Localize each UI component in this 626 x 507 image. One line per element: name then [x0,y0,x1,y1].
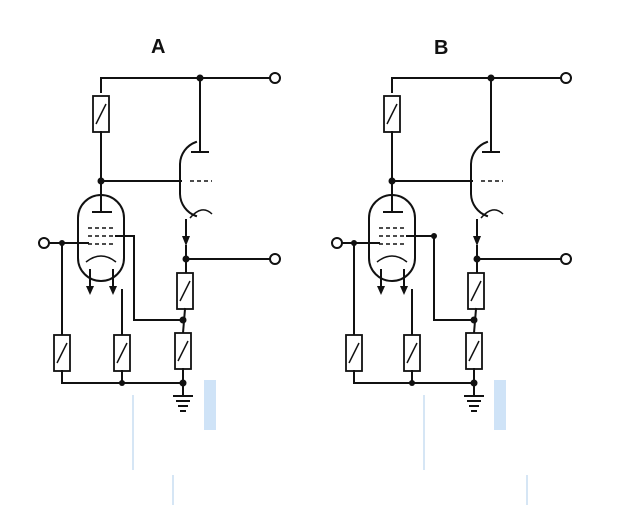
resistor-cathode [403,334,421,372]
resistor-anode [92,95,110,133]
highlight-strip [204,380,216,430]
resistor-cathode [113,334,131,372]
circuit-b [331,72,572,505]
arrow-icon [400,286,408,295]
terminal-top [560,72,572,84]
terminal-input [331,237,343,249]
arrow-icon [109,286,117,295]
triode-tube [179,77,213,246]
pentode-tube [77,194,127,282]
ground-icon [464,395,484,412]
arrow-icon [86,286,94,295]
resistor-anode [383,95,401,133]
pentode-tube [368,194,435,282]
top-rail [391,77,561,93]
screen-wire [433,235,475,321]
resistor-load-lower [174,332,192,370]
highlight-strip [494,380,506,430]
junction-dot [119,380,125,386]
junction-dot [179,316,187,324]
circuit-label-b: B [434,37,449,59]
resistor-load-lower [465,332,483,370]
junction-dot [470,316,478,324]
resistor-grid-leak [53,334,71,372]
top-rail [100,77,270,93]
ground-rail [353,370,475,384]
terminal-output [560,253,572,265]
resistor-load-upper [176,272,194,310]
junction-dot [409,380,415,386]
screen-wire [125,235,184,321]
resistor-grid-leak [345,334,363,372]
resistor-load-upper [467,272,485,310]
terminal-output [269,253,281,265]
ground-icon [173,395,193,412]
circuit-label-a: A [151,36,166,58]
ground-rail [61,370,184,384]
triode-tube [470,77,504,246]
terminal-input [38,237,50,249]
terminal-top [269,72,281,84]
arrow-icon [377,286,385,295]
circuit-a [38,72,281,505]
